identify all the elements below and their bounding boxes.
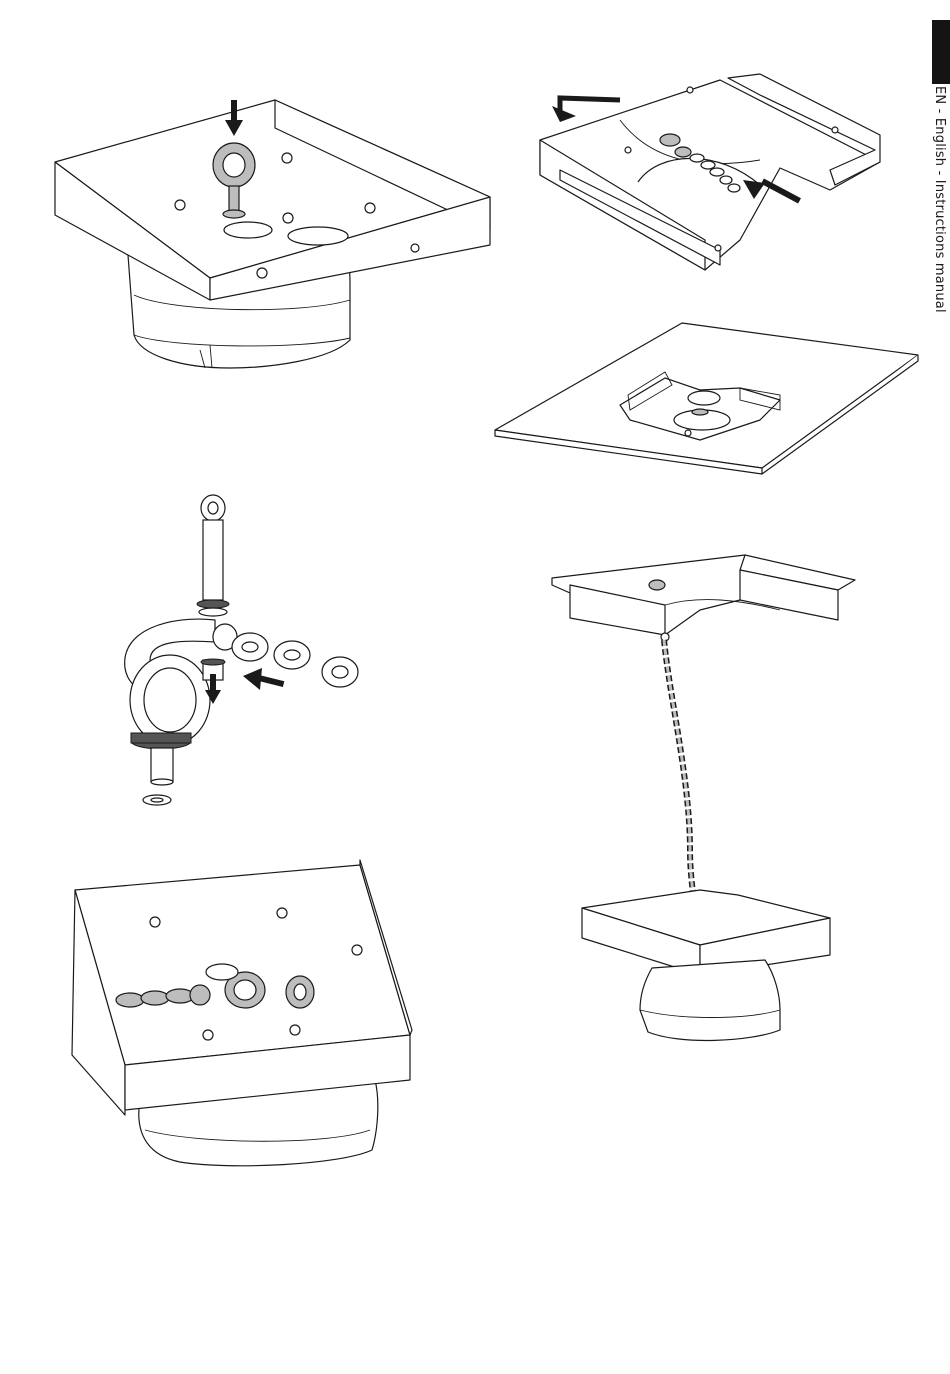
fig-top-right <box>540 74 880 270</box>
fig-hanging-assembly <box>552 555 855 1040</box>
fig-bottom-left <box>72 860 412 1166</box>
fig-top-left <box>55 100 490 368</box>
fig-eyebolt-chain <box>125 495 358 805</box>
fig-ceiling-plate <box>495 323 918 474</box>
